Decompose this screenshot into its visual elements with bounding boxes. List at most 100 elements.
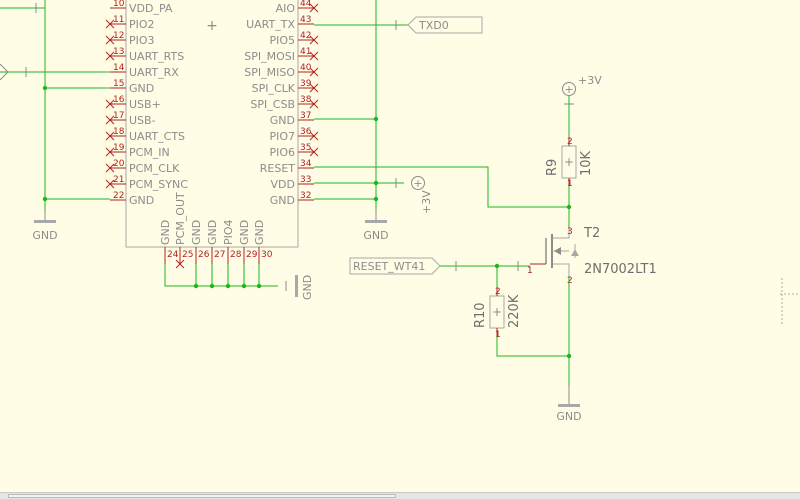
pin-name: SPI_MISO [244,66,295,79]
pin-name: UART_RTS [129,50,184,63]
pin-number: 18 [113,127,125,137]
pin-number: 35 [300,143,311,153]
pin-name: AIO [276,2,296,15]
pin-number: 43 [300,15,311,25]
pin-name: GND [206,220,219,245]
pin-number: 40 [300,63,312,73]
no-connect-icon [105,131,115,141]
junction-dot [373,116,379,122]
no-connect-icon [105,19,115,29]
pin-number: 19 [113,143,125,153]
pin-name: PIO3 [129,34,155,47]
pin-name: PIO2 [129,18,155,31]
r9-value: 10K [579,150,594,176]
no-connect-icon [309,131,319,141]
gnd-symbol-bar [34,220,56,223]
pin-number: 28 [230,250,242,260]
junction-dot [566,353,572,359]
pin-number: 44 [300,0,312,9]
pin-number: 14 [113,63,125,73]
bottom-gnd-bar [295,275,298,297]
no-connect-icon [105,163,115,173]
no-connect-icon [309,35,319,45]
supply-plus-icon: + [564,83,573,96]
gnd-label: GND [301,275,314,300]
r10-center-cross: + [492,305,502,319]
pin-number: 29 [246,250,258,260]
pin-name: GND [270,114,295,127]
pin-number: 22 [113,191,124,201]
bottom-gnd-bus [164,264,278,287]
supply-label: +3V [578,74,602,87]
supply-label: +3V [420,190,433,214]
junction-dot [42,85,48,91]
no-connect-icon [105,115,115,125]
junction-dot [373,196,379,202]
junction-dot [373,180,379,186]
no-connect-icon [309,3,319,13]
pin-name: GND [129,82,154,95]
pin-number: 32 [300,191,311,201]
r10-pin2-number: 2 [495,287,501,297]
pin-name: PIO7 [269,130,295,143]
reset-net-label-box [349,257,441,275]
reset-wire [314,166,569,208]
pin-name: UART_RX [129,66,179,79]
pin-name: GND [190,220,203,245]
rx-label-arrow [0,63,9,81]
pin-name: GND [270,194,295,207]
gnd-symbol-bar [365,220,387,223]
pin-name: UART_TX [246,18,295,31]
r9-center-cross: + [564,155,574,169]
pin-number: 20 [113,159,125,169]
t2-gate-pin-number: 1 [527,266,533,276]
pin-number: 36 [300,127,312,137]
no-connect-icon [175,259,185,269]
pin-name: PCM_CLK [129,162,180,175]
no-connect-icon [309,67,319,77]
no-connect-icon [309,99,319,109]
t2-reference: T2 [583,226,600,241]
junction-dot [42,196,48,202]
crosshair-cursor-icon [780,278,800,324]
pin-name: SPI_CLK [252,82,296,95]
pin-number: 24 [167,250,179,260]
scrollbar-thumb[interactable] [8,494,396,498]
pin-name: GND [159,220,172,245]
module-origin-cross: + [206,18,218,34]
supply-plus-icon: + [413,177,422,190]
pin-number: 37 [300,111,311,121]
pin-name: PIO5 [269,34,295,47]
no-connect-icon [105,51,115,61]
pin-name: VDD_PA [129,2,173,15]
pin-name: GND [238,220,251,245]
t2-value: 2N7002LT1 [584,262,657,277]
no-connect-icon [105,99,115,109]
no-connect-icon [309,83,319,93]
r9-pin1-number: 1 [567,179,573,189]
no-connect-icon [309,51,319,61]
pin-name: UART_CTS [129,130,185,143]
r10-pin1-number: 1 [495,330,501,340]
r10-value: 220K [507,294,522,328]
reset-net-label: RESET_WT41 [353,260,425,273]
pin-name: PIO4 [222,219,235,245]
supply-symbol [411,176,425,190]
no-connect-icon [105,179,115,189]
r10-reference: R10 [473,302,488,328]
pin-name: GND [253,220,266,245]
t2-arrow-icon [554,247,561,255]
t2-drain-lead [552,228,570,239]
gnd-label: GND [32,229,57,242]
pin-number: 41 [300,47,311,57]
txd-net-label-box [407,16,483,34]
pin-number: 12 [113,31,124,41]
r9-reference: R9 [545,159,560,176]
pin-number: 30 [261,250,273,260]
pin-name: USB+ [129,98,161,111]
pin-number: 11 [113,15,124,25]
pin-number: 38 [300,95,312,105]
